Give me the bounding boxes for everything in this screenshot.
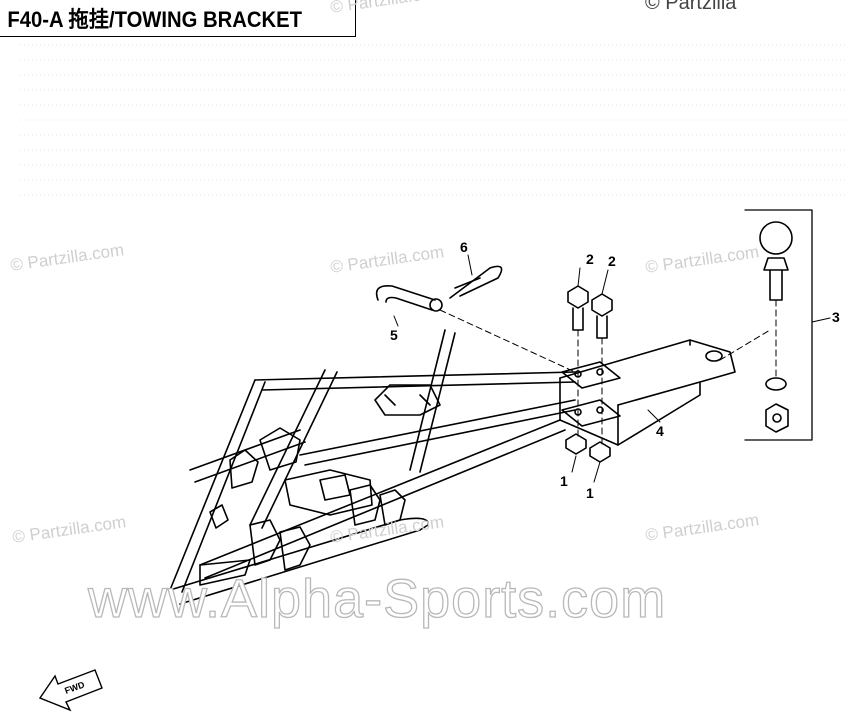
leader-lines	[393, 254, 831, 483]
watermark-corner: © Partzilla	[645, 0, 737, 14]
nut-item-1	[565, 433, 611, 463]
hair-pin-item-6	[449, 265, 503, 299]
forward-direction-arrow: FWD	[38, 669, 103, 712]
callout-label: 2	[586, 251, 594, 267]
page-title: F40-A 拖挂/TOWING BRACKET	[7, 7, 302, 32]
callout-label: 5	[390, 327, 398, 343]
background-guides	[20, 44, 845, 196]
callout-label: 6	[460, 239, 468, 255]
callout-labels: 1 1 2 2 3 4 5 6	[390, 239, 840, 501]
bolt-item-2	[567, 285, 613, 339]
site-watermark: www.Alpha-Sports.com	[87, 568, 667, 629]
vehicle-frame	[169, 329, 576, 605]
callout-label: 1	[560, 473, 568, 489]
callout-label: 4	[656, 423, 664, 439]
callout-label: 1	[586, 485, 594, 501]
hitch-pin-item-5	[375, 284, 443, 312]
callout-label: 3	[832, 309, 840, 325]
assembly-lines	[439, 299, 777, 449]
callout-label: 2	[608, 253, 616, 269]
title-box: F40-A 拖挂/TOWING BRACKET	[0, 0, 356, 37]
towing-bracket-tube	[559, 339, 736, 446]
